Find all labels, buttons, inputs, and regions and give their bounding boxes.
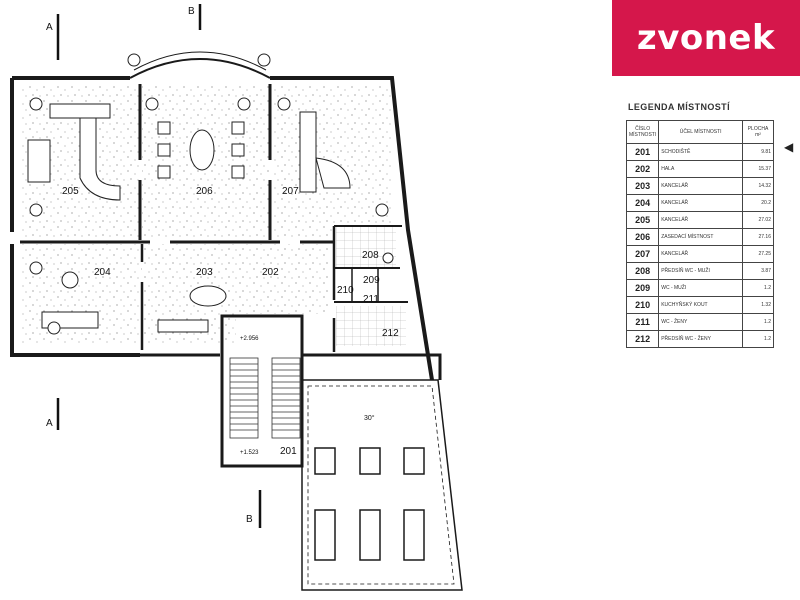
legend-room-area: 9.81 [742,143,774,161]
legend-title: LEGENDA MÍSTNOSTÍ [628,102,730,112]
legend-room-number: 205 [625,211,660,229]
legend-room-use: KANCELÁŘ [658,177,743,195]
legend-col-number: ČÍSLO MÍSTNOSTI [625,120,660,144]
legend-room-number: 208 [625,262,660,280]
legend-room-number: 207 [625,245,660,263]
legend-room-area: 27.02 [742,211,774,229]
room-201-label: 201 [280,446,297,457]
room-legend-table: ČÍSLO MÍSTNOSTI ÚČEL MÍSTNOSTI PLOCHA m²… [625,120,774,348]
legend-room-use: WC - ŽENY [658,313,743,331]
section-markers [56,4,262,528]
legend-room-area: 1.2 [742,279,774,297]
room-205-label: 205 [62,186,79,197]
legend-room-use: SCHODIŠTĚ [658,143,743,161]
legend-room-number: 212 [625,330,660,348]
roof-terrace [301,379,463,591]
legend-room-use: WC - MUŽI [658,279,743,297]
legend-room-number: 201 [625,143,660,161]
room-206-label: 206 [196,186,213,197]
legend-room-number: 209 [625,279,660,297]
legend-room-number: 210 [625,296,660,314]
section-a-bottom-label: A [46,418,53,429]
legend-room-use: KUCHYŇSKÝ KOUT [658,296,743,314]
pointer-arrow-icon: ◀ [784,140,794,154]
legend-room-use: KANCELÁŘ [658,211,743,229]
room-211-label: 211 [363,294,379,305]
legend-room-use: HALA [658,160,743,178]
legend-room-number: 204 [625,194,660,212]
legend-room-number: 202 [625,160,660,178]
roof-slope-label: 30° [364,414,375,422]
floor-plan: A B A B +2.956 +1.523 30° 205 206 207 20… [10,4,463,591]
legend-room-area: 1.32 [742,296,774,314]
section-b-top-label: B [188,6,195,17]
staircase [229,357,301,439]
room-203-label: 203 [196,267,213,278]
legend-room-area: 1.2 [742,330,774,348]
zvonek-logo: zvonek [612,0,800,76]
legend-room-use: PŘEDSÍŇ WC - ŽENY [658,330,743,348]
legend-room-area: 1.2 [742,313,774,331]
room-210-label: 210 [337,285,354,296]
building-walls [10,51,442,468]
level-mark-lower: +1.523 [240,450,259,456]
furniture [27,53,394,335]
room-209-label: 209 [363,275,380,286]
legend-room-area: 27.16 [742,228,774,246]
legend-room-use: KANCELÁŘ [658,194,743,212]
legend-room-area: 27.25 [742,245,774,263]
level-mark-upper: +2.956 [240,336,259,342]
legend-room-number: 211 [625,313,660,331]
room-212-label: 212 [382,328,399,339]
legend-room-area: 14.32 [742,177,774,195]
legend-room-number: 206 [625,228,660,246]
legend-room-area: 3.87 [742,262,774,280]
legend-room-use: ZASEDACÍ MÍSTNOST [658,228,743,246]
legend-room-use: KANCELÁŘ [658,245,743,263]
section-a-top-label: A [46,22,53,33]
room-202-label: 202 [262,267,279,278]
room-208-label: 208 [362,250,379,261]
legend-col-use: ÚČEL MÍSTNOSTI [658,120,743,144]
room-204-label: 204 [94,267,111,278]
section-b-bottom-label: B [246,514,253,525]
legend-room-use: PŘEDSÍŇ WC - MUŽI [658,262,743,280]
legend-room-number: 203 [625,177,660,195]
legend-room-area: 15.37 [742,160,774,178]
legend-header-row: ČÍSLO MÍSTNOSTI ÚČEL MÍSTNOSTI PLOCHA m² [625,120,774,144]
room-207-label: 207 [282,186,299,197]
logo-text: zvonek [636,18,776,58]
legend-room-area: 20.2 [742,194,774,212]
legend-col-area: PLOCHA m² [742,120,774,144]
